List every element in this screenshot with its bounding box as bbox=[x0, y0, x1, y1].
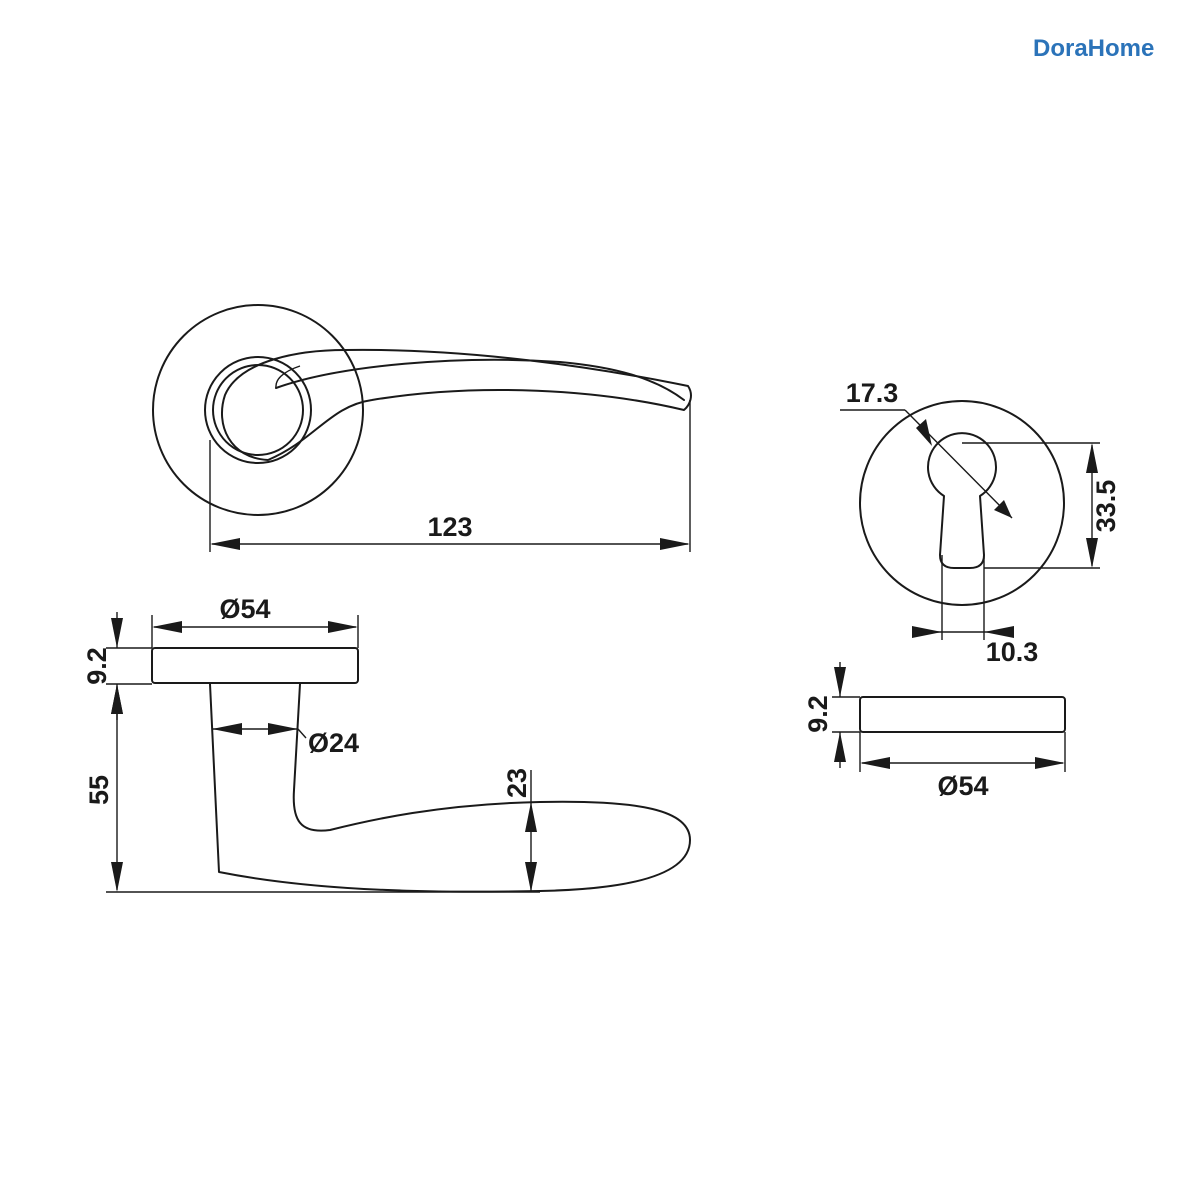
escutcheon-front-view bbox=[859, 400, 1065, 606]
dimension-grip-height: 23 bbox=[502, 768, 537, 892]
dimension-spindle-diameter: Ø24 bbox=[212, 723, 359, 758]
label-keyhole-width: 10.3 bbox=[986, 637, 1039, 667]
label-rose-diameter-side: Ø54 bbox=[219, 594, 270, 624]
dimension-escutcheon-thickness: 9.2 bbox=[803, 662, 860, 768]
label-lever-height: 55 bbox=[84, 775, 114, 805]
brand-logo: DoraHome bbox=[1033, 35, 1154, 62]
label-keyhole-height: 33.5 bbox=[1091, 480, 1121, 533]
dimension-keyhole-width: 10.3 bbox=[912, 555, 1038, 667]
lever-top-view bbox=[152, 304, 692, 516]
dimension-keyhole-radius: 17.3 bbox=[840, 378, 1013, 519]
label-escutcheon-thickness: 9.2 bbox=[803, 695, 833, 733]
label-lever-length: 123 bbox=[427, 512, 472, 542]
dimension-keyhole-height: 33.5 bbox=[962, 442, 1121, 569]
dimension-lever-height: 55 bbox=[84, 684, 540, 893]
label-keyhole-radius: 17.3 bbox=[846, 378, 899, 408]
label-rose-thickness-side: 9.2 bbox=[82, 647, 112, 685]
dimension-escutcheon-diameter: Ø54 bbox=[859, 732, 1066, 801]
escutcheon-side-view bbox=[859, 696, 1066, 733]
dimension-lever-length: 123 bbox=[209, 400, 691, 552]
label-spindle-diameter: Ø24 bbox=[308, 728, 359, 758]
label-grip-height: 23 bbox=[502, 768, 532, 798]
dimension-rose-diameter-side: Ø54 bbox=[151, 594, 359, 648]
label-escutcheon-diameter: Ø54 bbox=[937, 771, 988, 801]
lever-side-view bbox=[151, 647, 691, 893]
